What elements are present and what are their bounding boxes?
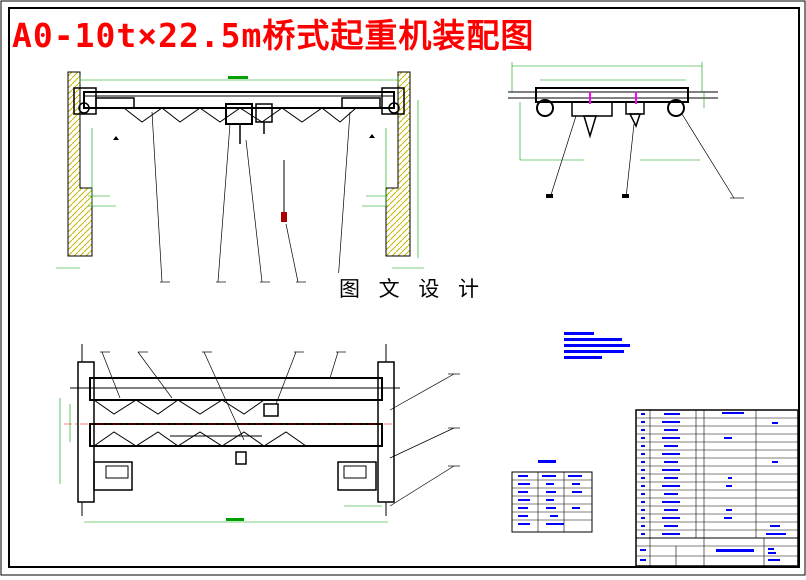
front-elevation-view [56, 71, 424, 283]
side-elevation-view [508, 62, 744, 199]
watermark-label: 图 文 设 计 [335, 273, 490, 303]
parameter-table [511, 460, 593, 533]
drawing-title: A0-10t×22.5m桥式起重机装配图 [12, 16, 535, 55]
bill-of-materials-table [635, 409, 799, 567]
sheet-inner-border [8, 7, 800, 568]
technical-notes-block [564, 332, 630, 359]
plan-view [59, 344, 460, 523]
